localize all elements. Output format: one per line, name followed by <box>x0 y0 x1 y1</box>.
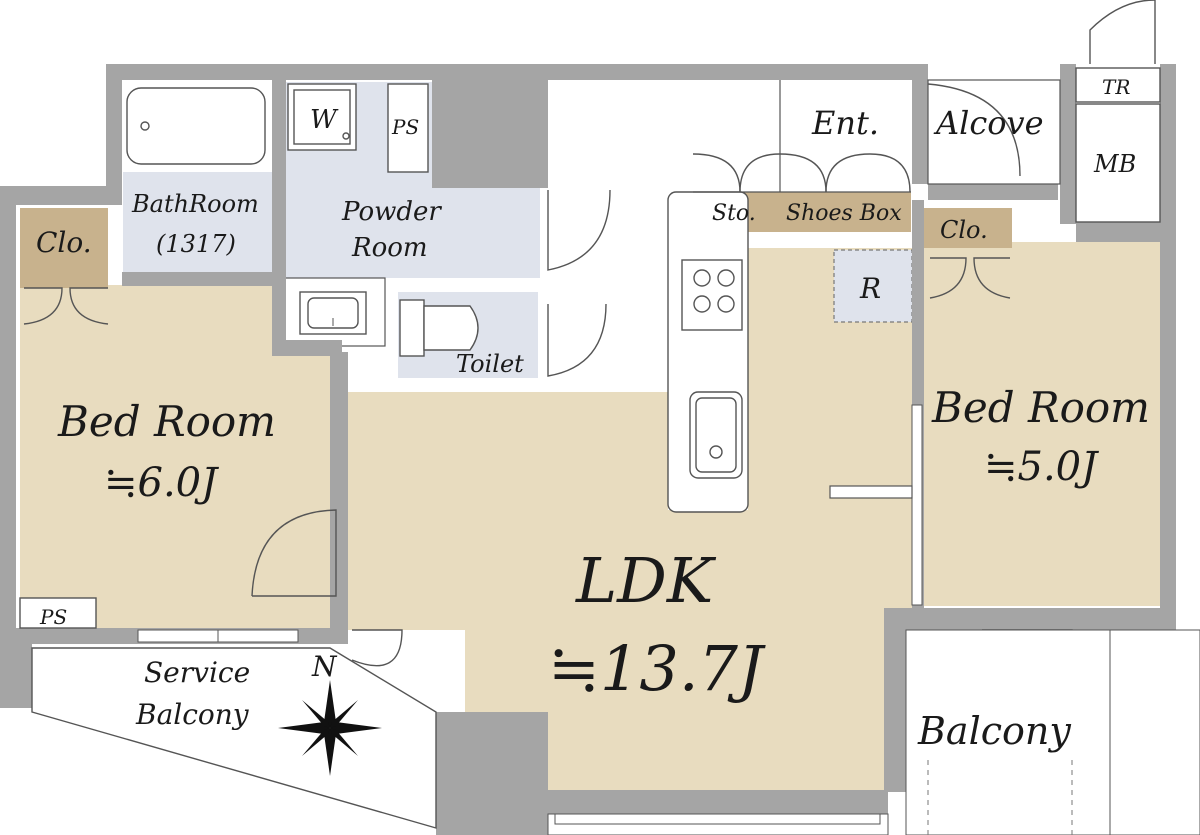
ldk-size: ≒13.7J <box>548 632 766 705</box>
alcove-label: Alcove <box>933 104 1044 142</box>
tr-box <box>1075 67 1161 103</box>
service-balcony-line1: Service <box>144 656 250 689</box>
bedroom-left-name: Bed Room <box>57 397 276 446</box>
bedroom-right-name: Bed Room <box>931 383 1150 432</box>
washbasin-icon <box>299 291 367 335</box>
refrigerator-space <box>833 249 913 323</box>
kitchen-sink-icon <box>689 391 743 479</box>
closet-left-label: Clo. <box>36 226 92 259</box>
ps-top-label: PS <box>391 115 419 139</box>
bedroom-right-floor <box>924 242 1160 606</box>
compass-icon <box>278 680 382 776</box>
bedroom-right-size: ≒5.0J <box>984 444 1099 490</box>
ldk-floor <box>348 248 912 790</box>
closet-right-label: Clo. <box>940 216 988 244</box>
north-label: N <box>311 650 338 683</box>
bathroom-name: BathRoom <box>131 190 259 218</box>
washer-label: W <box>310 105 339 135</box>
service-balcony-line2: Balcony <box>135 698 250 731</box>
stove-icon <box>681 259 743 331</box>
balcony-label: Balcony <box>917 709 1071 753</box>
mb-box <box>1075 103 1161 223</box>
storage-label: Sto. <box>712 201 756 226</box>
entrance-label: Ent. <box>811 104 879 142</box>
bathtub-icon <box>126 87 266 165</box>
powder-room-line1: Powder <box>341 197 442 227</box>
mb-label: MB <box>1093 150 1136 178</box>
bathroom-size: (1317) <box>156 230 236 258</box>
ldk-name: LDK <box>575 544 717 617</box>
bedroom-left-size: ≒6.0J <box>104 460 219 506</box>
washer-icon <box>287 83 357 151</box>
toilet-label: Toilet <box>456 350 524 378</box>
refrigerator-label: R <box>859 272 881 305</box>
bathroom-floor <box>123 172 273 272</box>
door-swing-icon <box>1089 0 1156 64</box>
closet-left <box>20 208 108 288</box>
shoes-box-label: Shoes Box <box>786 201 902 226</box>
tr-label: TR <box>1102 75 1130 99</box>
ps-bottom-label: PS <box>39 605 67 629</box>
closet-right <box>924 208 1012 248</box>
powder-room-line2: Room <box>351 233 428 263</box>
toilet-icon <box>399 299 479 357</box>
